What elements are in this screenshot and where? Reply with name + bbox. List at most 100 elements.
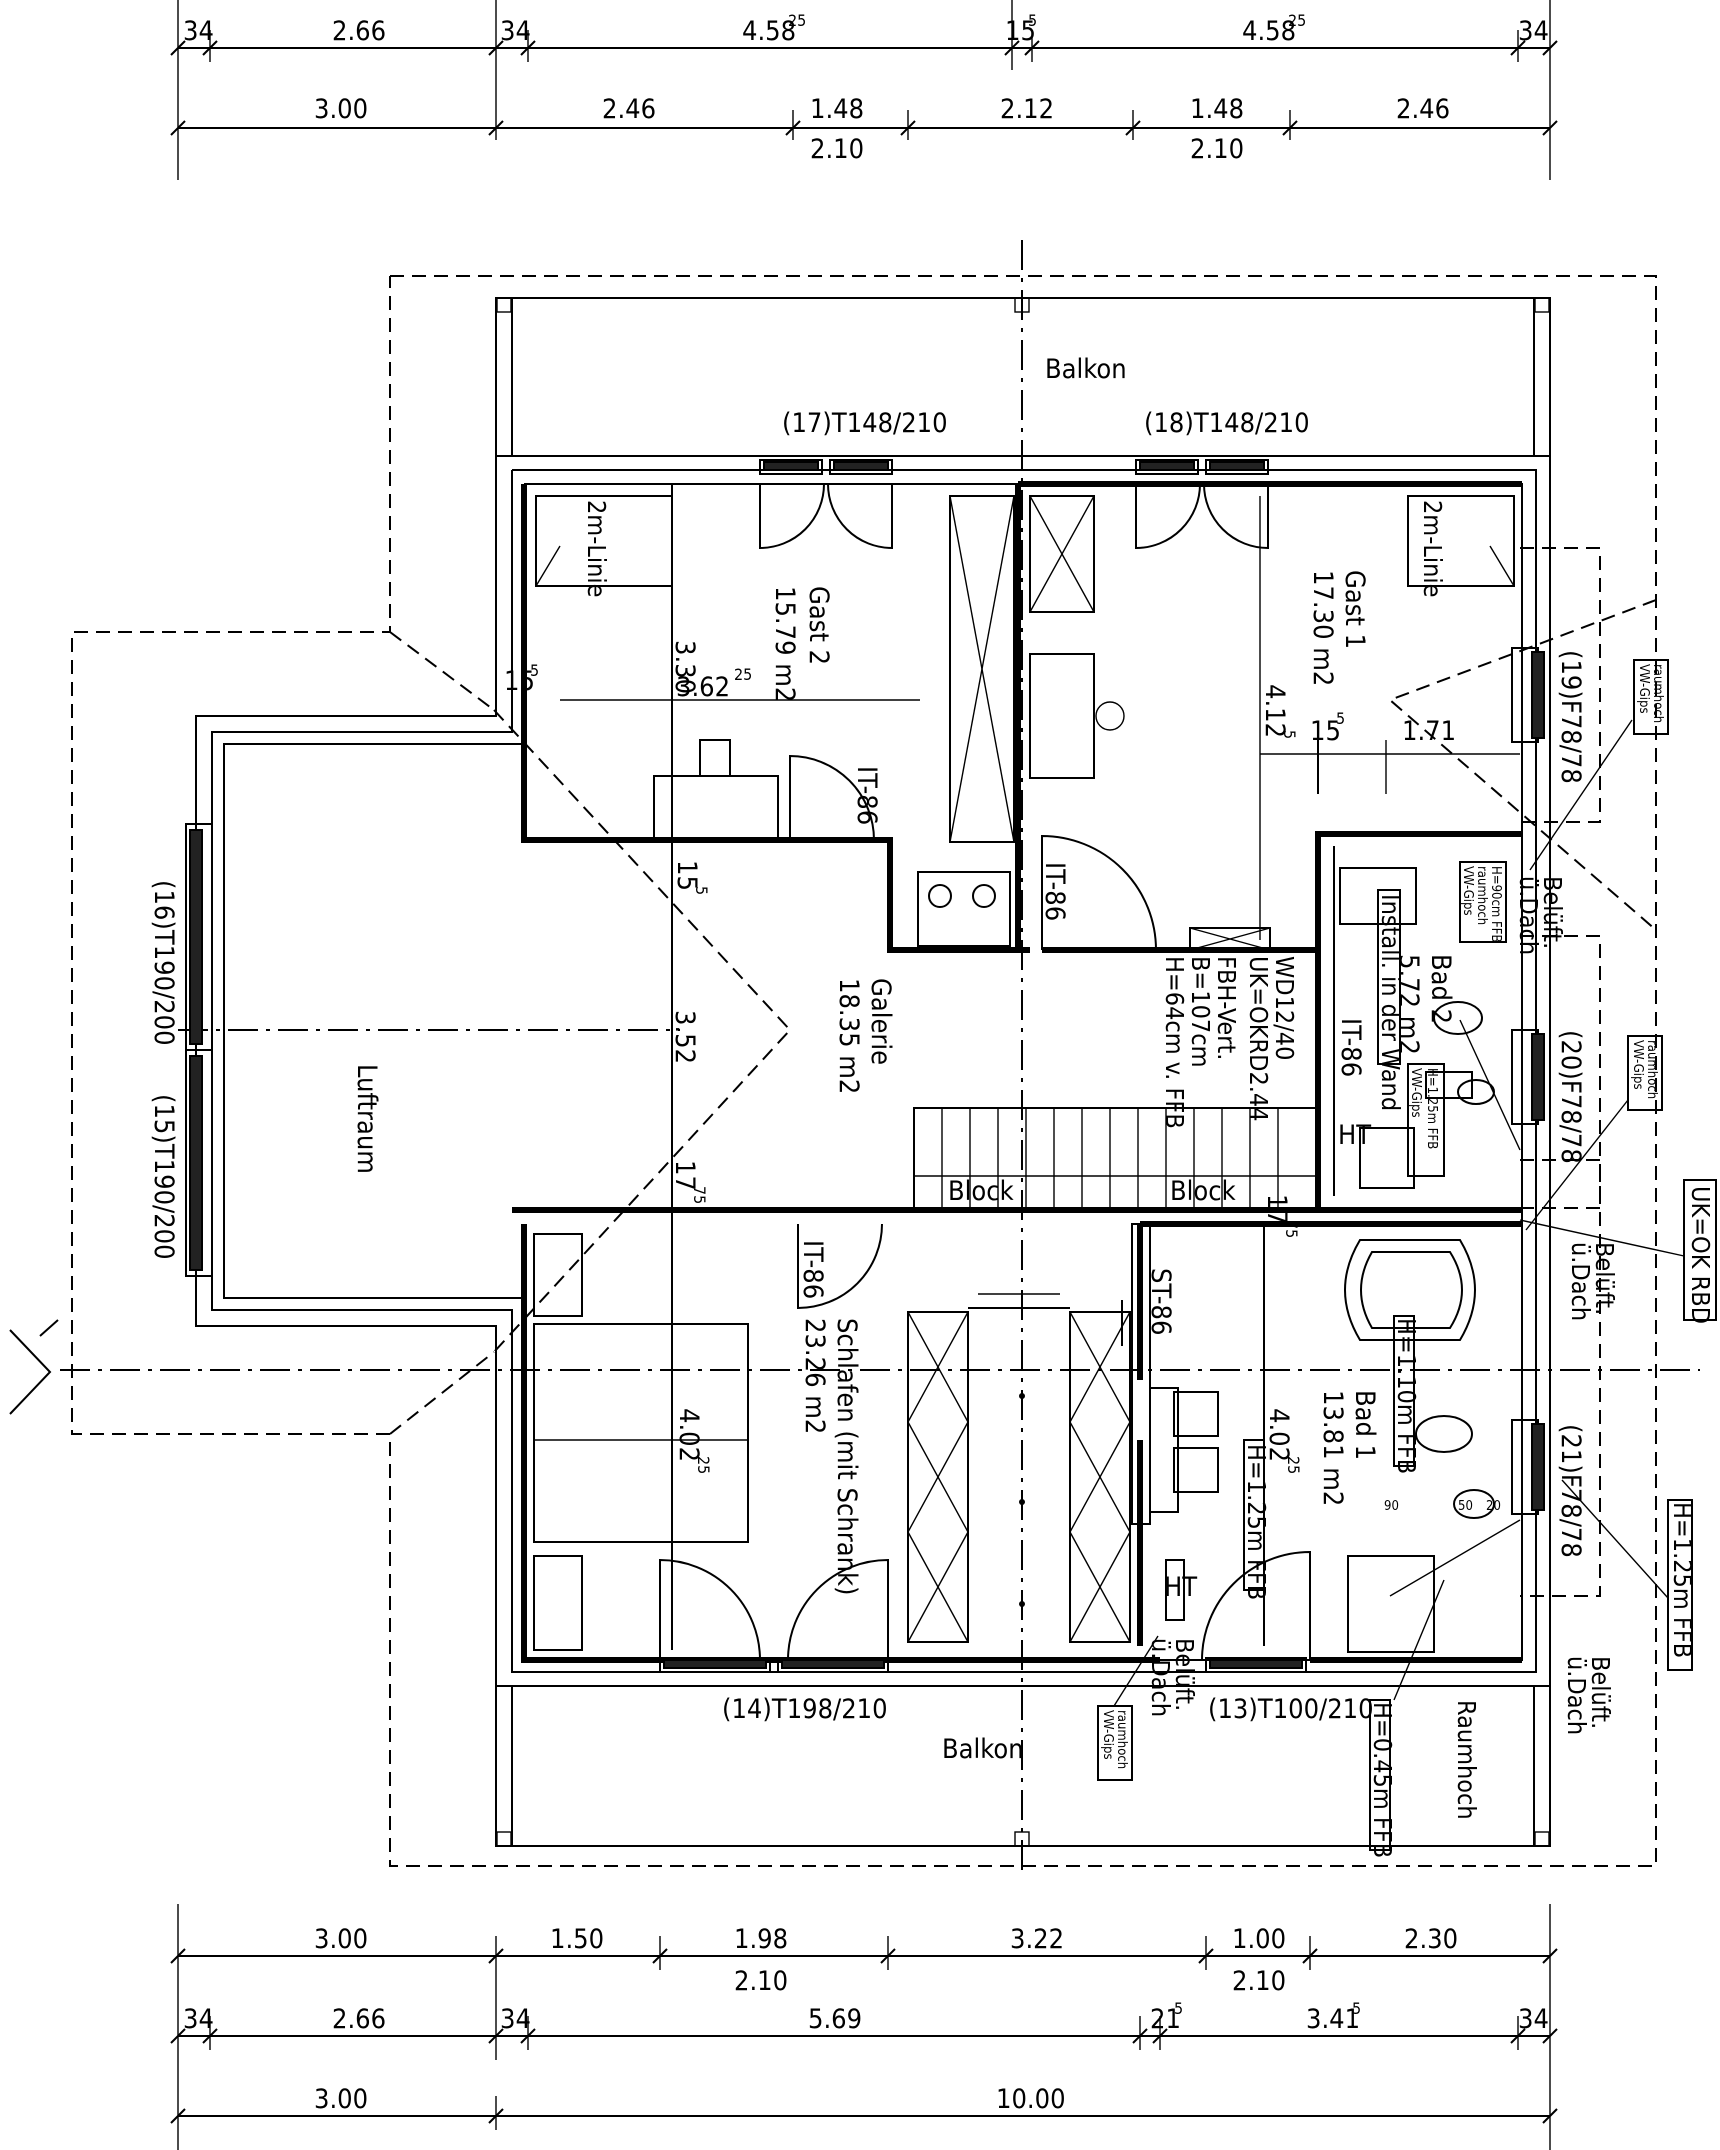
door-14-label: (14)T198/210 [722, 1694, 888, 1725]
dim-top-458b-sup: 25 [1288, 11, 1306, 30]
dim-bot-210a: 2.10 [734, 1966, 788, 1997]
dim-bot-150: 1.50 [550, 1924, 604, 1955]
window-15-label: (15)T190/200 [148, 1094, 179, 1260]
h125-label: H=1.25m FFB [1668, 1502, 1697, 1658]
belueft-bottom-1: Belüft. [1586, 1656, 1615, 1729]
ht-top-label: HT [1338, 1120, 1371, 1151]
gast2-width-dim: 3.30 [669, 640, 700, 694]
dim-bot2-21: 21 [1150, 2004, 1181, 2035]
raumhoch-label: Raumhoch [1452, 1700, 1481, 1820]
fbh-label-1: FBH-Vert. [1212, 956, 1241, 1060]
block-left-label: Block [948, 1176, 1014, 1207]
room-gast-1: Gast 1 17.30 m2 2m-Linie 4.12 5 15 5 1.7… [1015, 408, 1586, 953]
bad1-height-dim: 4.02 [1263, 1408, 1294, 1462]
window-16-label: (16)T190/200 [148, 880, 179, 1046]
bad2-area: 5.72 m2 [1393, 954, 1424, 1055]
balcony-bottom: Balkon [495, 1685, 1551, 1847]
bad2-door-label: IT-86 [1335, 1018, 1366, 1077]
vw-gips-bad2c: VW-Gips [1408, 1068, 1423, 1118]
ht-bottom-label: HT [1164, 1572, 1197, 1603]
h045-label: H=0.45m FFB [1368, 1702, 1397, 1858]
belueft-mid-2: ü.Dach [1566, 1242, 1595, 1321]
axis-lines [60, 240, 1700, 1870]
bad1-area: 13.81 m2 [1317, 1390, 1348, 1506]
window-21-label: (21)F78/78 [1555, 1424, 1586, 1558]
balkon-bottom-label: Balkon [942, 1734, 1024, 1765]
dim-top2-246a: 2.46 [602, 94, 656, 125]
gast2-s-sup: 5 [530, 661, 539, 680]
room-schlafen: Schlafen (mit Schrank) 23.26 m2 4.02 25 … [521, 1223, 1160, 1725]
dim-top-458b: 4.58 [1242, 16, 1296, 47]
gast1-width-dim: 1.71 [1402, 716, 1456, 747]
h125-bad1-label: H=1.25m FFB [1242, 1444, 1271, 1600]
galerie-s-dim: 15 [671, 860, 702, 891]
bad1-90: 90 [1384, 1499, 1399, 1514]
schlafen-height-dim: 4.02 [673, 1408, 704, 1462]
galerie-s-sup: 5 [692, 886, 711, 895]
gast2-door-label: IT-86 [851, 766, 882, 825]
fbh-label-2: B=107cm [1186, 956, 1215, 1067]
uk-label: UK=OKRD2.44 [1244, 956, 1273, 1122]
vw-gips-top-1: VW-Gips [1636, 664, 1651, 714]
room-galerie: Galerie 18.35 m2 Block Block 15 5 3.52 1… [512, 860, 1319, 1238]
belueft-mid-1: Belüft. [1590, 1242, 1619, 1315]
dim-top-34a: 34 [183, 16, 214, 47]
bad1-50: 50 [1458, 1499, 1473, 1514]
schlafen-door-label: IT-86 [797, 1240, 828, 1299]
gast1-height-dim: 4.12 [1259, 684, 1290, 738]
door-13-label: (13)T100/210 [1208, 1694, 1374, 1725]
belueft-bottom-2: ü.Dach [1562, 1656, 1591, 1735]
window-19-label: (19)F78/78 [1555, 650, 1586, 784]
dim-bot2-341: 3.41 [1306, 2004, 1360, 2035]
window-20-label: (20)F78/78 [1555, 1030, 1586, 1164]
bad1-20: 20 [1486, 1499, 1501, 1514]
dim-top-34b: 34 [500, 16, 531, 47]
bad1-name: Bad 1 [1349, 1390, 1380, 1460]
dim-bot2-34b: 34 [500, 2004, 531, 2035]
dim-top2-210a: 2.10 [810, 134, 864, 165]
belueft-center-2: ü.Dach [1146, 1638, 1175, 1717]
vw-gips-mid-2: raumhoch [1644, 1040, 1659, 1099]
dim-top-15: 15 [1005, 16, 1036, 47]
wd-label: WD12/40 [1270, 956, 1299, 1060]
dim-top2-246b: 2.46 [1396, 94, 1450, 125]
dim-top-458a: 4.58 [742, 16, 796, 47]
galerie-bottom-sup: 75 [690, 1186, 709, 1204]
luftraum: Luftraum (16)T190/200 (15)T190/200 [148, 823, 382, 1277]
bad1-door-label: ST-86 [1145, 1268, 1176, 1335]
bottom-dimension-chain: 3.00 1.50 1.98 3.22 1.00 2.30 2.10 2.10 … [170, 1904, 1558, 2150]
vw-gips-bad2a: VW-Gips [1460, 866, 1475, 916]
room-bad-1: Bad 1 13.81 m2 4.02 25 ST-86 HT (13)T100… [1131, 1221, 1586, 1820]
gast1-s-sup: 5 [1336, 709, 1345, 728]
door-18-label: (18)T148/210 [1144, 408, 1310, 439]
gast1-name: Gast 1 [1339, 570, 1370, 649]
dim-top2-300: 3.00 [314, 94, 368, 125]
dim-bot2-341-sup: 5 [1352, 1999, 1361, 2018]
vw-gips-bottom-1: VW-Gips [1100, 1710, 1115, 1760]
dim-top-266: 2.66 [332, 16, 386, 47]
dim-bot-300: 3.00 [314, 1924, 368, 1955]
dim-top2-212: 2.12 [1000, 94, 1054, 125]
fbh-label-3: H=64cm v. FFB [1160, 956, 1189, 1129]
dim-bot2-34a: 34 [183, 2004, 214, 2035]
dim-top2-210b: 2.10 [1190, 134, 1244, 165]
luftraum-label: Luftraum [351, 1064, 382, 1174]
gast2-area: 15.79 m2 [769, 586, 800, 702]
dim-bot-210b: 2.10 [1232, 1966, 1286, 1997]
dim-bot-198: 1.98 [734, 1924, 788, 1955]
gast1-s-dim: 15 [1310, 716, 1341, 747]
dim-top-458a-sup: 25 [788, 11, 806, 30]
dim-bot2-266: 2.66 [332, 2004, 386, 2035]
galerie-name: Galerie [865, 978, 896, 1065]
line-2m-left: 2m-Linie [582, 500, 611, 597]
dim-bot2-21-sup: 5 [1174, 1999, 1183, 2018]
gast2-height-dim: 3.62 [676, 672, 730, 703]
dim-bot2-569: 5.69 [808, 2004, 862, 2035]
galerie-bottom-dim: 17 [669, 1160, 700, 1191]
dim-bot-100: 1.00 [1232, 1924, 1286, 1955]
bad2-name: Bad 2 [1425, 954, 1456, 1024]
belueft-top-1: Belüft. [1538, 876, 1567, 949]
gast2-s-dim: 15 [504, 666, 535, 697]
dim-top2-148b: 1.48 [1190, 94, 1244, 125]
